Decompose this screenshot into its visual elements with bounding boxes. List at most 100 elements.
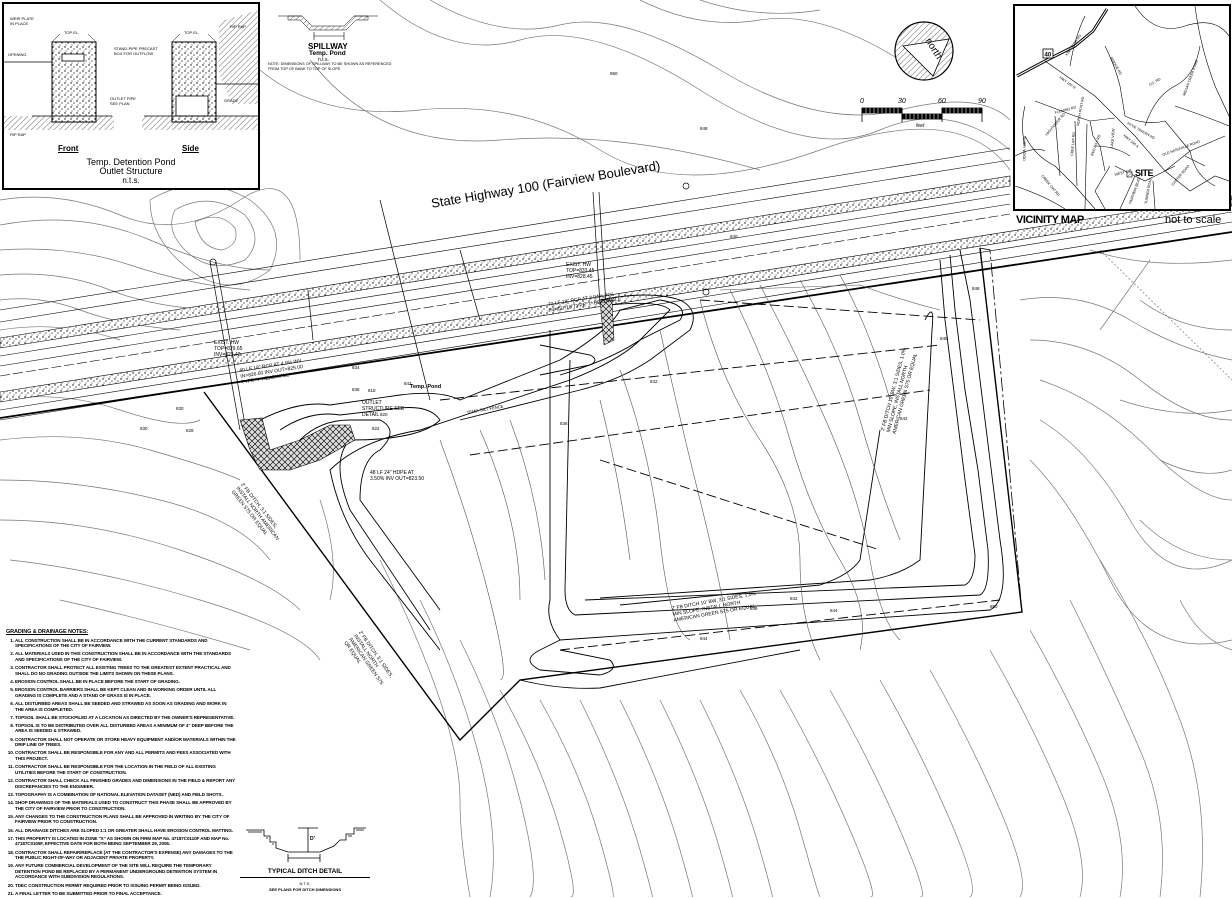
highway-100 — [0, 147, 1232, 421]
north-arrow-triangle — [902, 38, 950, 77]
svg-text:842: 842 — [404, 381, 412, 386]
ditch-detail-note: SEE PLANS FOR DITCH DIMENSIONS — [268, 887, 341, 892]
outlet-title-line3: n.t.s. — [122, 176, 140, 185]
svg-text:NORTH POST RD: NORTH POST RD — [1076, 96, 1085, 126]
svg-text:WEIR PLATE: WEIR PLATE — [10, 16, 34, 21]
svg-text:SEE PLAN: SEE PLAN — [110, 101, 130, 106]
typical-ditch-detail: D' TYPICAL DITCH DETAIL N.T.S. SEE PLANS… — [240, 822, 370, 892]
note-item: ANY FUTURE COMMERCIAL DEVELOPMENT OF THE… — [15, 863, 236, 880]
svg-text:FLEMING RD: FLEMING RD — [1054, 105, 1077, 115]
note-item: TOPSOIL IS TO BE DISTRIBUTED OVER ALL DI… — [15, 723, 236, 734]
svg-text:848: 848 — [972, 286, 980, 291]
outlet-structure-callout: OUTLET STRUCTURE SEE DETAIL — [362, 400, 405, 418]
note-item: THIS PROPERTY IS LOCATED IN ZONE "X" AS … — [15, 836, 236, 847]
svg-text:STAND-PIPE PRECAST: STAND-PIPE PRECAST — [114, 46, 158, 51]
svg-text:KINGSTON RD: KINGSTON RD — [1065, 34, 1083, 57]
svg-text:844: 844 — [830, 608, 838, 613]
svg-text:LAKE VIEW: LAKE VIEW — [1110, 128, 1116, 148]
scale-bar: 0 30 60 90 feet — [858, 98, 998, 134]
note-item: ANY CHANGES TO THE CONSTRUCTION PLANS SH… — [15, 814, 236, 825]
svg-text:840: 840 — [730, 234, 738, 239]
svg-text:FAIRVIEW BLVD: FAIRVIEW BLVD — [1128, 177, 1141, 204]
svg-text:818: 818 — [368, 388, 376, 393]
svg-text:TEMP. SILT FENCE: TEMP. SILT FENCE — [466, 404, 504, 415]
svg-text:842: 842 — [650, 379, 658, 384]
svg-text:OLD NASHVILLE ROAD: OLD NASHVILLE ROAD — [1162, 140, 1201, 157]
note-item: ALL DRAINAGE DITCHES ARE SLOPED 1:1 OR G… — [15, 828, 236, 834]
ditch-depth-label: D' — [310, 836, 315, 842]
culverts — [209, 182, 710, 431]
note-item: CONTRACTOR SHALL BE RESPONSIBLE FOR THE … — [15, 764, 236, 775]
scale-tick-0: 0 — [860, 98, 864, 105]
svg-text:CO. RD: CO. RD — [1149, 77, 1162, 87]
svg-text:WEST CIR: WEST CIR — [1114, 168, 1132, 176]
note-item: TDEC CONSTRUCTION PERMIT REQUIRED PRIOR … — [15, 883, 236, 889]
note-item: TOPSOIL SHALL BE STOCKPILED AT A LOCATIO… — [15, 715, 236, 721]
svg-text:CREE LAP RD: CREE LAP RD — [1070, 132, 1076, 157]
exist-headwall-mid: EXIST. HW TOP=833.45 INV=828.45 — [566, 262, 595, 280]
note-item: CONTRACTOR SHALL PROTECT ALL EXISTING TR… — [15, 665, 236, 676]
svg-text:850: 850 — [610, 71, 618, 76]
svg-text:OUTLET PIPE: OUTLET PIPE — [110, 96, 136, 101]
rip-rap-area — [239, 299, 615, 471]
svg-text:850: 850 — [990, 604, 998, 609]
svg-text:BRIDGE RD: BRIDGE RD — [1109, 57, 1123, 77]
svg-text:TURNER ROAD: TURNER ROAD — [1144, 177, 1153, 204]
spillway-subtitle: Temp. Pond — [309, 50, 346, 57]
svg-text:842: 842 — [900, 416, 908, 421]
svg-text:844: 844 — [700, 636, 708, 641]
side-label: Side — [182, 144, 199, 153]
svg-text:CARTER ROAD: CARTER ROAD — [1171, 164, 1191, 187]
outlet-structure-drawing: TOP EL. TOP EL. WEIR PLATE IN PLACE OPEN… — [4, 10, 258, 137]
outlet-title-line2: Outlet Structure — [99, 166, 163, 176]
svg-text:TOP EL.: TOP EL. — [64, 30, 79, 35]
svg-text:RED FOX RD: RED FOX RD — [1090, 134, 1101, 157]
grading-notes: GRADING & DRAINAGE NOTES: ALL CONSTRUCTI… — [6, 629, 236, 899]
note-item: CONTRACTOR SHALL CHECK ALL FINISHED GRAD… — [15, 778, 236, 789]
svg-text:HIGHTOWER RD: HIGHTOWER RD — [1045, 112, 1067, 137]
svg-text:IN PLACE: IN PLACE — [10, 21, 29, 26]
spillway-detail: SPILLWAY Temp. Pond n.t.s. NOTE: DIMENSI… — [268, 2, 398, 74]
notes-list: ALL CONSTRUCTION SHALL BE IN ACCORDANCE … — [6, 638, 236, 897]
svg-text:848: 848 — [940, 336, 948, 341]
svg-text:830: 830 — [176, 406, 184, 411]
note-item: TOPOGRAPHY IS A COMBINATION OF NATIONAL … — [15, 792, 236, 798]
note-item: ALL DISTURBED AREAS SHALL BE SEEDED AND … — [15, 701, 236, 712]
spillway-note: NOTE: DIMENSIONS OF SPILLWAY TO BE SHOWN… — [268, 62, 392, 71]
svg-text:830: 830 — [140, 426, 148, 431]
scale-unit: feet — [916, 123, 925, 129]
site-label: SITE — [1135, 168, 1154, 178]
svg-text:836: 836 — [560, 421, 568, 426]
note-item: CONTRACTOR SHALL BE RESPONSIBLE FOR ANY … — [15, 750, 236, 761]
svg-text:842: 842 — [790, 596, 798, 601]
interstate-shield: 40 — [1045, 53, 1052, 59]
outlet-detail-title: Temp. Detention Pond Outlet Structure n.… — [4, 157, 258, 186]
scale-tick-30: 30 — [898, 98, 906, 105]
exist-headwall-left: EXIST. HW TOP=829.65 INV=825.42 — [214, 340, 243, 358]
svg-text:828: 828 — [186, 428, 194, 433]
note-item: CONTRACTOR SHALL REPAIR/REPLACE (AT THE … — [15, 850, 236, 861]
svg-text:RIP RAP: RIP RAP — [230, 24, 246, 29]
pipe-callout: 48 LF 24" HDPE AT 3.50% INV OUT=823.50 — [370, 470, 425, 482]
proposed-contours — [259, 249, 1004, 689]
note-item: CONTRACTOR SHALL NOT OPERATE OR STORE HE… — [15, 737, 236, 748]
interstate-shield-icon — [1042, 48, 1054, 59]
note-item: SHOP DRAWINGS OF THE MATERIALS USED TO C… — [15, 800, 236, 811]
svg-text:RIP RAP: RIP RAP — [10, 132, 26, 137]
svg-text:820: 820 — [380, 412, 388, 417]
notes-heading: GRADING & DRAINAGE NOTES: — [6, 629, 89, 635]
svg-text:822: 822 — [372, 426, 380, 431]
spillway-section — [278, 15, 378, 40]
vicinity-map-scale-note: not to scale — [1165, 214, 1222, 226]
vicinity-map-roads: KINGSTON RD HWY 100 N BRIDGE RD CO. RD M… — [1014, 5, 1230, 210]
outlet-title-line1: Temp. Detention Pond — [86, 157, 176, 167]
note-item: ALL MATERIALS USED IN THIS CONSTRUCTION … — [15, 651, 236, 662]
ditch-detail-title: TYPICAL DITCH DETAIL — [240, 868, 370, 878]
contour-labels: 830 828 834 836 818 822 820 842 836 842 … — [140, 71, 998, 641]
svg-text:BOX FOR OUTFLOW: BOX FOR OUTFLOW — [114, 51, 153, 56]
scale-tick-90: 90 — [978, 98, 986, 105]
scale-tick-60: 60 — [938, 98, 946, 105]
svg-text:GRADE: GRADE — [224, 98, 239, 103]
svg-text:CREEK OAT RD: CREEK OAT RD — [1040, 174, 1060, 197]
svg-text:HWY 100 S: HWY 100 S — [1122, 134, 1139, 149]
